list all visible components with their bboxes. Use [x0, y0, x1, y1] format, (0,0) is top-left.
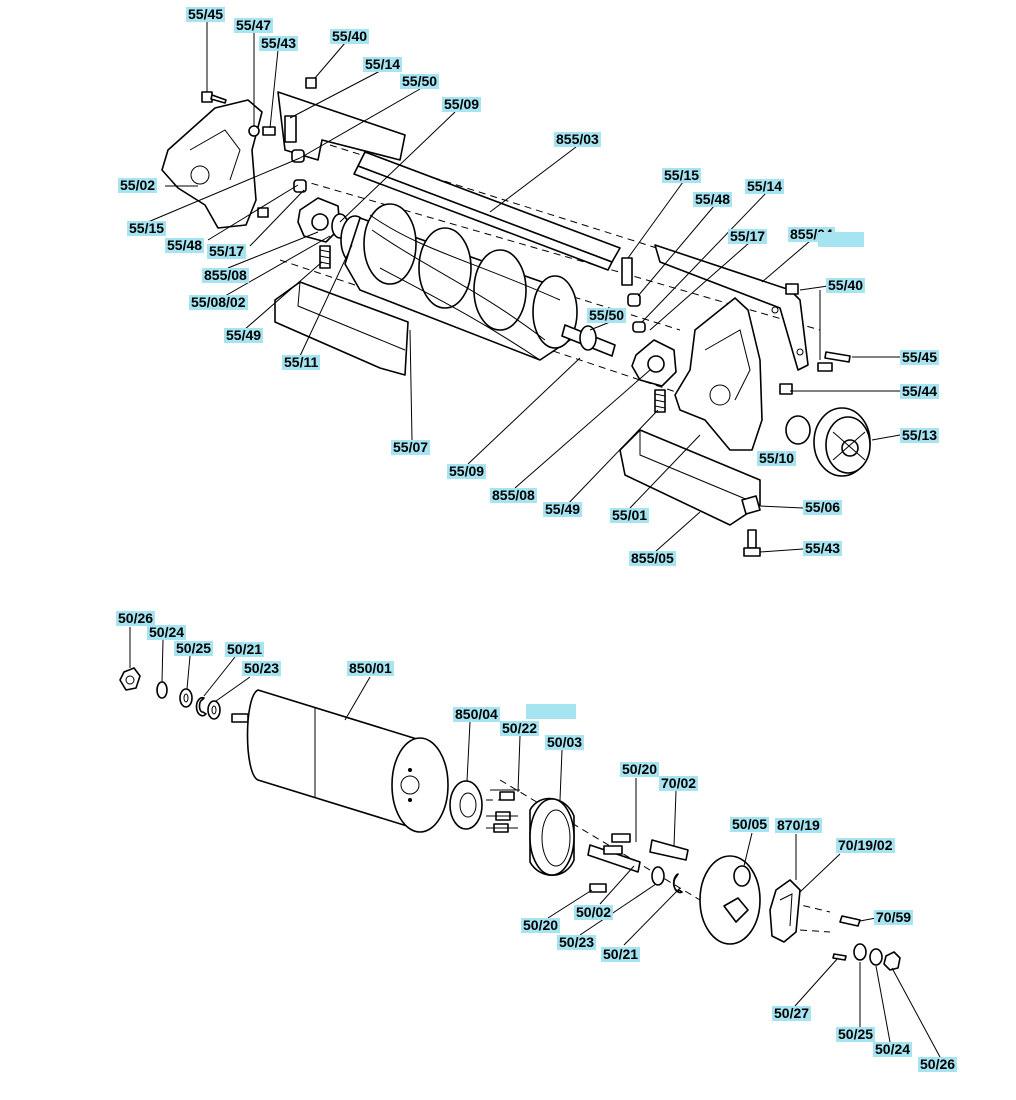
part-label-55-48: 55/48 [165, 237, 205, 253]
part-label-50-03: 50/03 [545, 734, 585, 750]
part-label-50-02: 50/02 [574, 904, 614, 920]
washer-50-24-left [156, 681, 168, 699]
screws-50-22 [486, 791, 515, 833]
washer-50-23-left [207, 700, 221, 720]
part-label-850-04: 850/04 [453, 706, 500, 722]
lower-assembly-drawing [119, 627, 941, 1058]
right-bearing-housing-855-08 [631, 339, 677, 387]
part-label-50-26: 50/26 [116, 610, 156, 626]
ring-gear-50-03 [529, 797, 575, 876]
part-label-55-10: 55/10 [757, 450, 797, 466]
part-label-50-05: 50/05 [730, 816, 770, 832]
circlip-50-21-left [195, 696, 207, 717]
part-label-50-24: 50/24 [873, 1041, 913, 1057]
part-label-55-47: 55/47 [234, 17, 274, 33]
part-label-50-20: 50/20 [521, 917, 561, 933]
part-label-50-22: 50/22 [500, 720, 540, 736]
spring-55-49-right [654, 389, 666, 413]
blank-label-box [526, 704, 576, 719]
part-label-55-48: 55/48 [693, 191, 733, 207]
drive-wheel-55-13 [785, 407, 871, 477]
left-lower-plate [274, 281, 409, 376]
part-label-55-14: 55/14 [363, 56, 403, 72]
part-label-55-49: 55/49 [224, 327, 264, 343]
part-label-50-25: 50/25 [836, 1026, 876, 1042]
part-label-55-01: 55/01 [610, 507, 650, 523]
part-label-855-05: 855/05 [629, 550, 676, 566]
part-label-55-02: 55/02 [118, 177, 158, 193]
part-label-55-49: 55/49 [543, 501, 583, 517]
washer-50-25-left [179, 688, 193, 708]
motor-850-01 [231, 689, 449, 833]
part-label-55-45: 55/45 [900, 349, 940, 365]
part-label-55-09: 55/09 [442, 96, 482, 112]
part-label-55-50: 55/50 [587, 307, 627, 323]
part-label-55-07: 55/07 [391, 439, 431, 455]
part-label-55-17: 55/17 [207, 243, 247, 259]
right-side-plate-55-01 [674, 297, 763, 451]
part-label-70-59: 70/59 [874, 909, 914, 925]
part-label-50-24: 50/24 [147, 624, 187, 640]
upper-leader-lines [147, 22, 901, 553]
part-label-50-21: 50/21 [225, 641, 265, 657]
part-label-55-08-02: 55/08/02 [189, 294, 248, 310]
spring-55-49-left [319, 245, 331, 269]
part-label-55-15: 55/15 [662, 167, 702, 183]
part-label-850-01: 850/01 [347, 660, 394, 676]
lower-right-fasteners [832, 915, 901, 971]
lower-leader-lines [129, 627, 941, 1058]
part-label-55-44: 55/44 [900, 383, 940, 399]
part-label-870-19: 870/19 [775, 817, 822, 833]
part-label-50-27: 50/27 [772, 1005, 812, 1021]
part-label-70-19-02: 70/19/02 [836, 837, 895, 853]
part-label-55-50: 55/50 [400, 73, 440, 89]
part-label-50-23: 50/23 [242, 660, 282, 676]
part-label-855-03: 855/03 [554, 131, 601, 147]
part-label-855-08: 855/08 [202, 267, 249, 283]
part-label-55-40: 55/40 [826, 277, 866, 293]
right-fasteners [621, 257, 851, 395]
part-label-55-09: 55/09 [447, 463, 487, 479]
part-label-50-25: 50/25 [174, 640, 214, 656]
part-label-55-45: 55/45 [186, 6, 226, 22]
part-label-55-15: 55/15 [127, 220, 167, 236]
part-label-55-40: 55/40 [330, 28, 370, 44]
part-label-55-43: 55/43 [259, 35, 299, 51]
shaft-50-02 [587, 833, 689, 894]
gear-cover-50-05 [699, 855, 761, 945]
part-label-50-23: 50/23 [557, 934, 597, 950]
left-bearing-housing-855-08 [297, 197, 349, 243]
part-label-55-14: 55/14 [745, 178, 785, 194]
cutting-cylinder-55-07 [340, 203, 616, 361]
cross-bar-855-03 [353, 151, 621, 271]
part-label-55-13: 55/13 [900, 427, 940, 443]
blank-label-box [818, 232, 864, 247]
part-label-855-08: 855/08 [490, 487, 537, 503]
part-label-55-11: 55/11 [282, 354, 321, 370]
part-label-50-26: 50/26 [918, 1056, 958, 1072]
pinion-850-04 [449, 780, 483, 830]
part-label-70-02: 70/02 [659, 775, 699, 791]
part-label-55-43: 55/43 [803, 540, 843, 556]
part-label-55-17: 55/17 [728, 228, 768, 244]
part-label-50-20: 50/20 [620, 761, 660, 777]
left-side-plate-55-02 [161, 99, 269, 229]
upper-assembly-drawing [147, 22, 901, 557]
cover-plate [277, 91, 406, 161]
right-lower-plate-855-05 [619, 429, 761, 557]
nut-50-26-left [119, 667, 141, 691]
part-label-50-21: 50/21 [601, 946, 641, 962]
bracket-870-19 [769, 879, 801, 943]
part-label-55-06: 55/06 [803, 499, 843, 515]
